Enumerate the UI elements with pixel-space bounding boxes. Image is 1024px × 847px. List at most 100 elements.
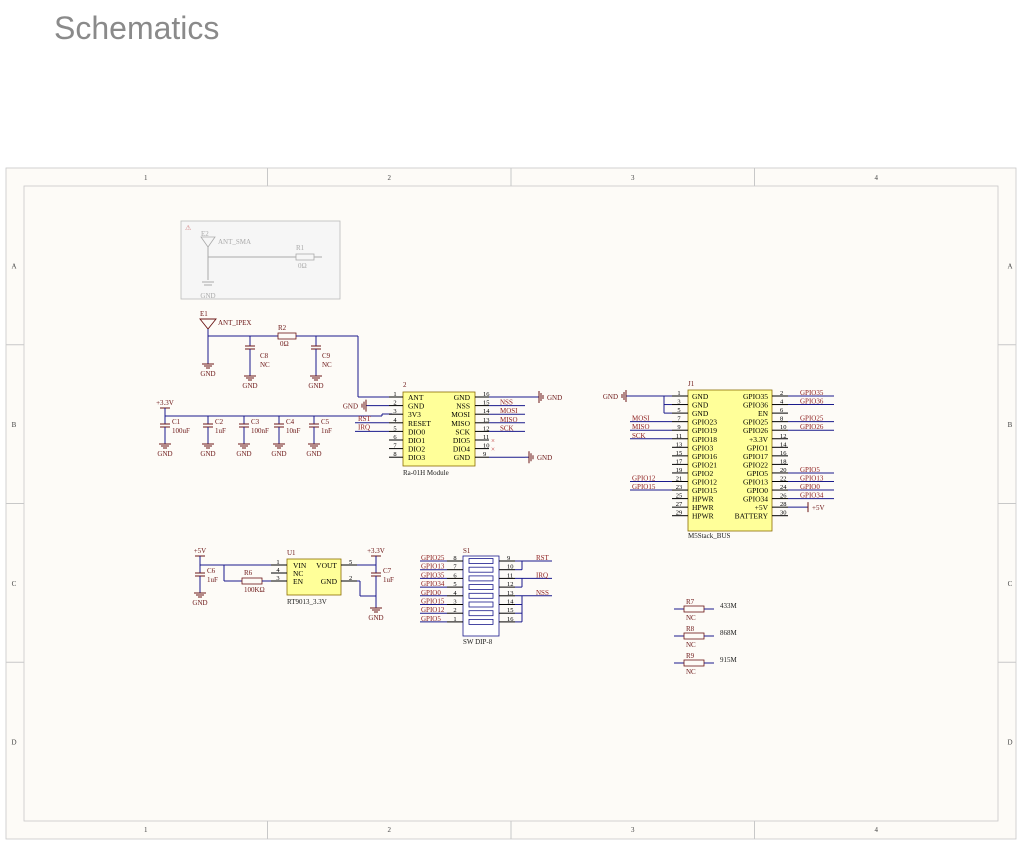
pin-number: 3	[393, 408, 396, 415]
gnd-label: GND	[306, 450, 321, 458]
dip-switch-lever	[468, 566, 494, 573]
gnd-label: GND	[271, 450, 286, 458]
warning-icon: ⚠	[185, 224, 191, 232]
freq-label: 433M	[720, 602, 738, 610]
pin-number: 26	[780, 493, 787, 500]
pin-number: 3	[677, 399, 680, 406]
e2-part: ANT_SMA	[218, 238, 251, 246]
freq-label: 868M	[720, 629, 738, 637]
pin-name: GPIO23	[692, 418, 717, 427]
m5bus-body	[687, 389, 773, 532]
dip-name: SW DIP-8	[463, 638, 493, 646]
pin-number: 4	[276, 567, 280, 574]
pin-number: 14	[780, 441, 787, 448]
net-label: RST	[536, 554, 550, 562]
pin-number: 25	[676, 493, 683, 500]
pin-name: DIO1	[408, 436, 425, 445]
frame-column-label: 1	[144, 174, 148, 182]
cap-c4-ref: C4	[286, 418, 295, 426]
pin-name: GPIO22	[743, 460, 768, 469]
pin-number: 6	[393, 434, 397, 441]
e1-part: ANT_IPEX	[218, 319, 251, 327]
pin-number: 15	[483, 400, 490, 407]
regulator-name: RT9013_3.3V	[287, 598, 327, 606]
net-label: RST	[358, 415, 372, 423]
regulator-body	[286, 558, 342, 596]
ra01h-name: Ra-01H Module	[403, 469, 449, 477]
pin-number: 17	[676, 458, 683, 465]
freq-resistor-ref: R8	[686, 625, 695, 633]
pin-number: 2	[780, 390, 783, 397]
page-title: Schematics	[54, 10, 220, 46]
pin-number: 27	[676, 501, 683, 508]
pin-number: 1	[677, 390, 680, 397]
pin-name: GPIO2	[692, 469, 714, 478]
net-label: IRQ	[358, 423, 370, 431]
m5bus-ref: J1	[688, 380, 695, 388]
c9-val: NC	[322, 361, 332, 369]
net-label: MISO	[632, 423, 650, 431]
gnd-label: GND	[192, 599, 207, 607]
pin-name: DIO3	[408, 453, 425, 462]
net-label: SCK	[500, 424, 514, 432]
pin-name: VOUT	[316, 561, 337, 570]
pin-number: 1	[453, 616, 456, 623]
freq-resistor-val: NC	[686, 668, 696, 676]
pin-name: GPIO3	[692, 443, 714, 452]
c8-ref: C8	[260, 352, 269, 360]
dip-switch-lever	[468, 558, 494, 564]
net-label: IRQ	[536, 571, 548, 579]
pin-number: 12	[483, 425, 490, 432]
net-label: GPIO5	[800, 466, 820, 474]
net-label: MOSI	[500, 407, 518, 415]
frame-row-label: A	[1007, 262, 1012, 270]
net-label: GPIO12	[421, 606, 445, 614]
pin-number: 19	[676, 467, 683, 474]
pin-number: 11	[483, 434, 489, 441]
dip-body	[462, 555, 500, 637]
pin-number: 6	[453, 572, 457, 579]
pin-name: GPIO35	[743, 392, 768, 401]
pin-number: 14	[507, 599, 514, 606]
pin-name: GPIO5	[747, 469, 769, 478]
net-label: GPIO12	[632, 475, 656, 483]
pin-name: GPIO25	[743, 418, 768, 427]
pin-name: GPIO36	[743, 401, 768, 410]
pin-name: +3.3V	[749, 435, 769, 444]
pin-number: 8	[453, 555, 456, 562]
gnd-label: GND	[236, 450, 251, 458]
ra01h-body	[402, 391, 476, 467]
pin-name: EN	[293, 577, 304, 586]
gnd-label: GND	[537, 454, 552, 462]
pin-name: +5V	[755, 503, 769, 512]
dip-switch-lever	[468, 601, 494, 608]
pin-name: GPIO16	[692, 452, 717, 461]
pin-name: GND	[692, 401, 709, 410]
net-label: GPIO0	[800, 483, 820, 491]
r6-val: 100KΩ	[244, 586, 265, 594]
pin-name: MOSI	[451, 410, 470, 419]
pin-number: 11	[676, 433, 682, 440]
rail-label: +3.3V	[156, 399, 174, 407]
r2-ref: R2	[278, 324, 287, 332]
pin-name: DIO4	[453, 445, 470, 454]
dip-switch-lever	[468, 610, 494, 617]
pin-name: GPIO21	[692, 460, 717, 469]
net-label: NSS	[536, 589, 549, 597]
pin-number: 9	[677, 424, 680, 431]
net-label: GPIO25	[800, 415, 824, 423]
net-label: GPIO34	[421, 580, 445, 588]
rail-label: +3.3V	[367, 547, 385, 555]
frame-column-label: 3	[631, 174, 635, 182]
e2-ref: E2	[201, 230, 209, 238]
pin-name: VIN	[293, 561, 307, 570]
dip-switch-lever	[468, 619, 494, 625]
pin-name: GPIO17	[743, 452, 768, 461]
pin-number: 28	[780, 501, 787, 508]
pin-name: HPWR	[692, 503, 714, 512]
net-label: GPIO35	[421, 571, 445, 579]
cap-c7-ref: C7	[383, 567, 392, 575]
r1-val: 0Ω	[298, 262, 307, 270]
pin-number: 5	[349, 559, 352, 566]
gnd-label: GND	[343, 403, 358, 411]
